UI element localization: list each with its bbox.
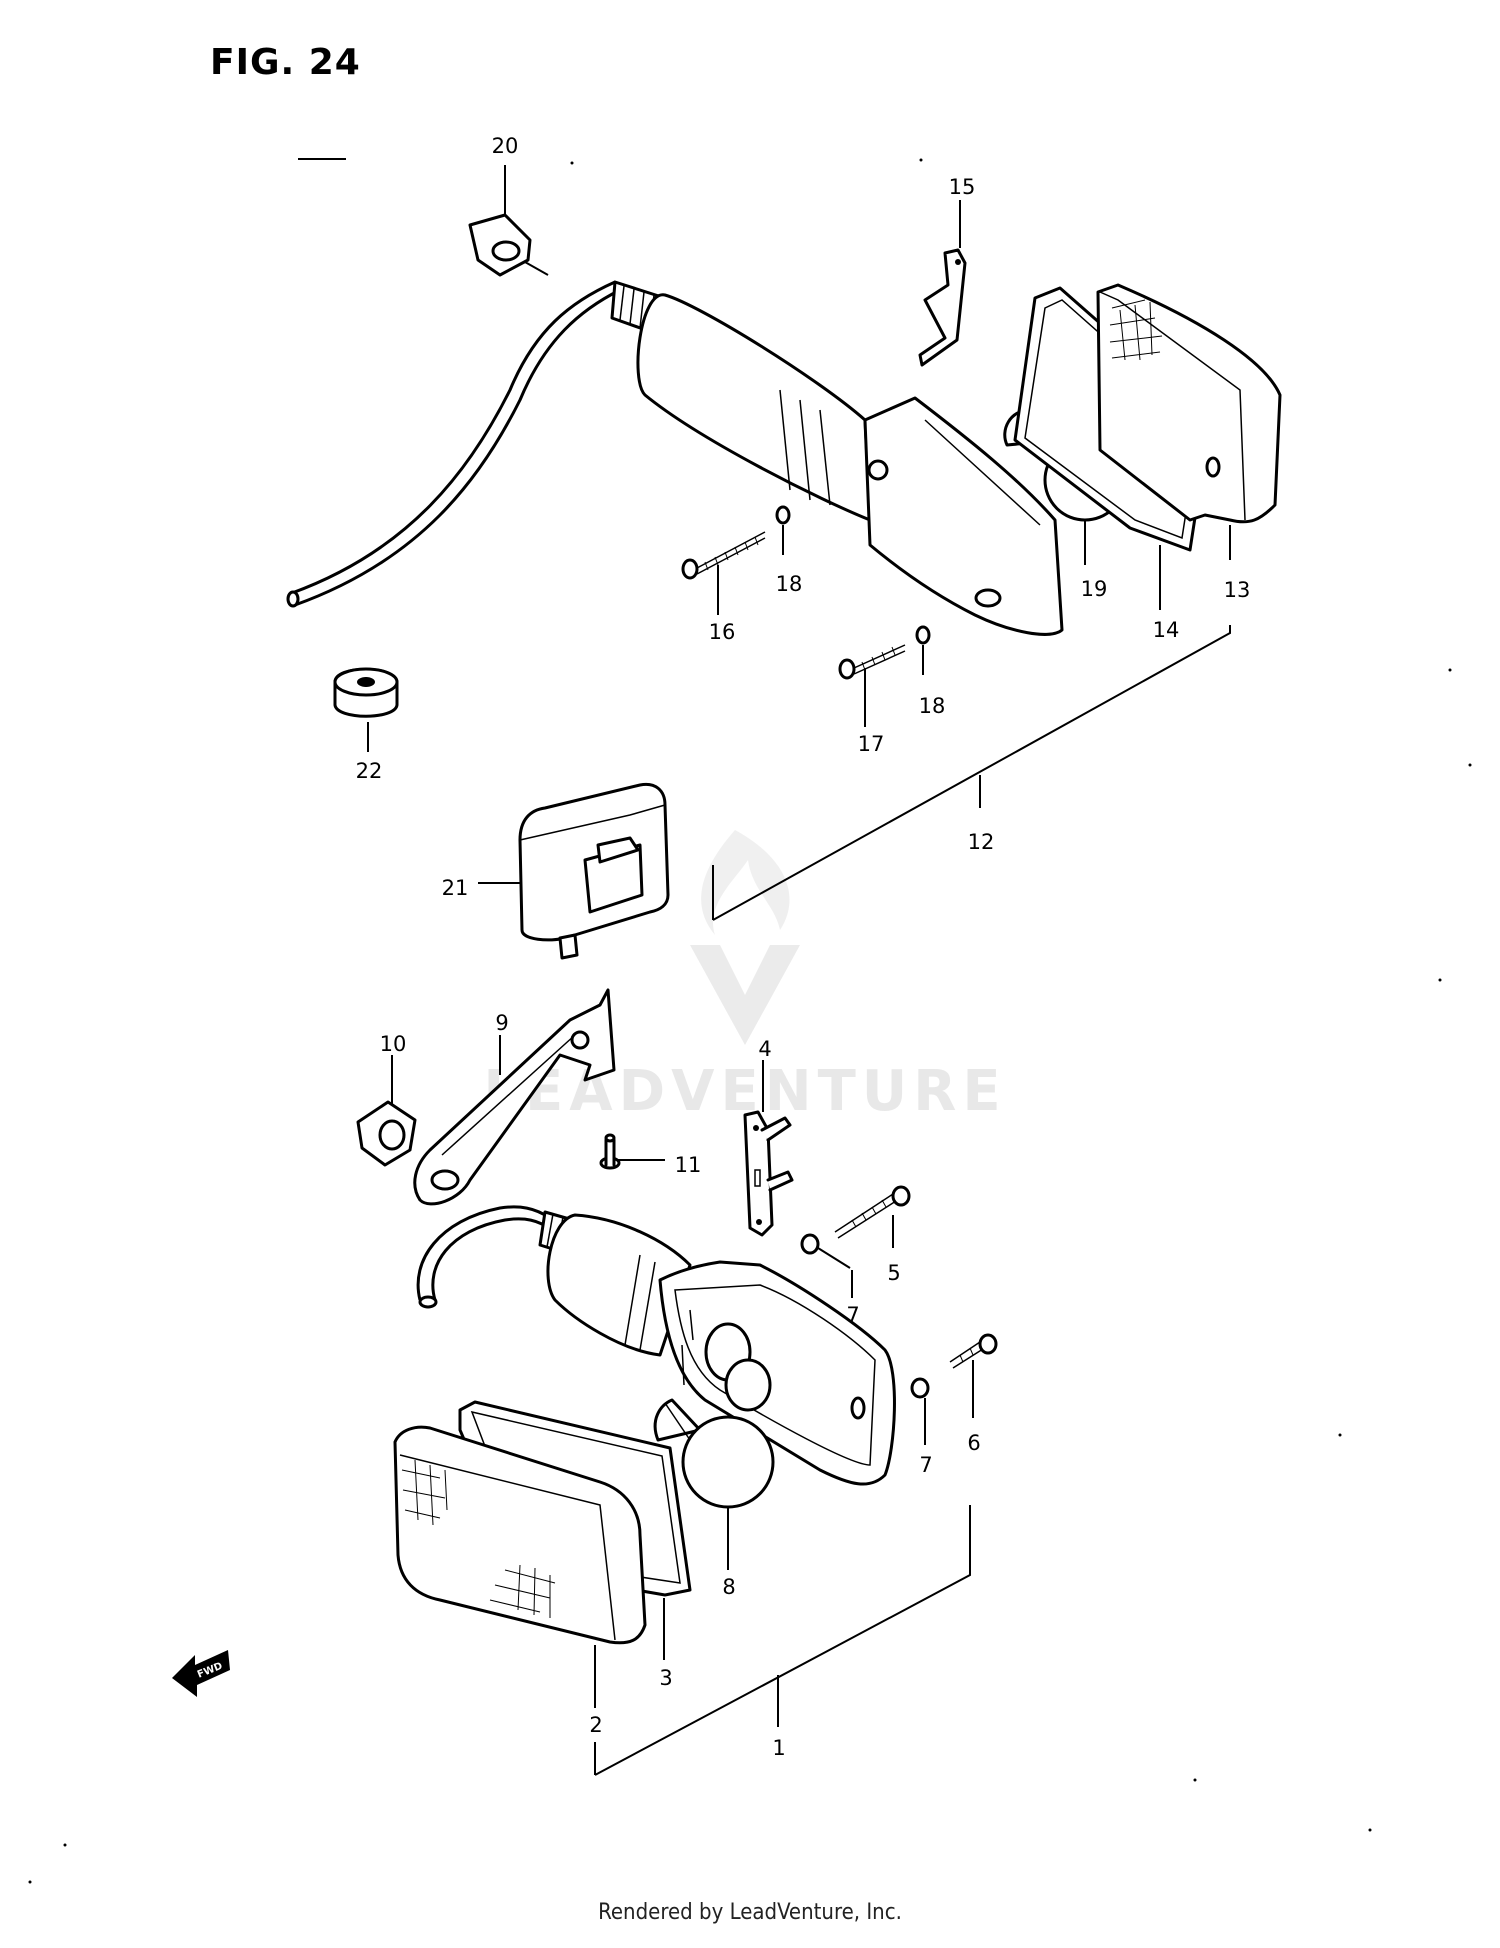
part-21-relay — [518, 782, 670, 960]
leader-lines — [367, 165, 1231, 1776]
part-9-bracket — [413, 988, 616, 1206]
callout-19: 19 — [1081, 577, 1108, 601]
part-12-right-signal-housing — [286, 280, 1064, 636]
callout-2: 2 — [589, 1713, 602, 1737]
callout-6: 6 — [967, 1431, 980, 1455]
part-8-bulb — [653, 1398, 775, 1509]
part-7-washer-upper — [800, 1233, 820, 1255]
callout-12: 12 — [968, 830, 995, 854]
callout-20: 20 — [492, 134, 519, 158]
fwd-arrow-icon: FWD — [172, 1650, 230, 1697]
watermark-text: LEADVENTURE — [483, 1059, 1006, 1124]
watermark-logo: LEADVENTURE — [483, 830, 1006, 1124]
footer-credit: Rendered by LeadVenture, Inc. — [598, 1900, 902, 1925]
callout-18-upper: 18 — [776, 572, 803, 596]
part-17-screw — [838, 644, 906, 680]
part-18-washer-upper — [775, 505, 791, 525]
callout-17: 17 — [858, 732, 885, 756]
scan-marks — [28, 158, 1472, 1884]
part-22-cushion — [333, 667, 399, 718]
callout-21: 21 — [442, 876, 469, 900]
callout-7-upper: 7 — [846, 1303, 859, 1327]
part-4-terminal-plate — [743, 1110, 794, 1237]
callout-10: 10 — [380, 1032, 407, 1056]
callout-16: 16 — [709, 620, 736, 644]
callout-1: 1 — [772, 1736, 785, 1760]
part-20-nut — [468, 213, 549, 277]
part-10-nut — [356, 1100, 417, 1167]
part-1-left-signal-housing — [416, 1205, 896, 1486]
part-6-screw — [949, 1333, 998, 1369]
part-16-screw — [681, 531, 766, 580]
callout-8: 8 — [722, 1575, 735, 1599]
callout-11: 11 — [675, 1153, 702, 1177]
figure-title: FIG. 24 — [210, 42, 361, 83]
part-15-terminal-plate — [918, 248, 967, 367]
callout-9: 9 — [495, 1011, 508, 1035]
callout-5: 5 — [887, 1261, 900, 1285]
callout-14: 14 — [1153, 618, 1180, 642]
callout-4: 4 — [758, 1037, 771, 1061]
callout-22: 22 — [356, 759, 383, 783]
callout-18-lower: 18 — [919, 694, 946, 718]
part-13-lens — [1096, 283, 1282, 524]
callout-labels: 20 15 22 16 18 19 14 13 17 18 12 21 10 9… — [356, 134, 1251, 1760]
callout-7-lower: 7 — [919, 1453, 932, 1477]
part-5-screw — [834, 1185, 911, 1239]
part-11-bolt — [599, 1133, 621, 1170]
part-2-lens — [393, 1425, 647, 1645]
part-7-washer-lower — [910, 1377, 930, 1399]
callout-15: 15 — [949, 175, 976, 199]
callout-3: 3 — [659, 1666, 672, 1690]
callout-13: 13 — [1224, 578, 1251, 602]
part-18-washer-lower — [915, 625, 931, 645]
